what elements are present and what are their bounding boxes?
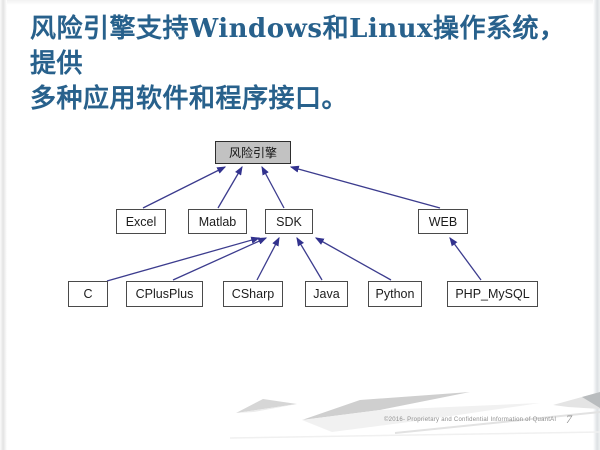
node-csharp: CSharp (223, 281, 283, 307)
edge-sdk-engine (261, 165, 285, 209)
deco-small-chevron-bottom (236, 404, 297, 413)
node-excel: Excel (116, 209, 166, 234)
slide-title: 风险引擎支持Windows和Linux操作系统，提供 多种应用软件和程序接口。 (30, 12, 578, 117)
node-matlab: Matlab (188, 209, 247, 234)
page-number: 7 (566, 412, 572, 426)
slide-title-line1: 风险引擎支持Windows和Linux操作系统，提供 (30, 14, 566, 79)
edge-cplusplus-sdk (172, 237, 268, 281)
node-web-label: WEB (428, 214, 458, 229)
node-cplusplus: CPlusPlus (126, 281, 203, 307)
node-java-label: Java (313, 287, 340, 301)
node-sdk-label: SDK (276, 214, 302, 229)
node-web: WEB (418, 209, 468, 234)
node-risk-engine-label: 风险引擎 (228, 146, 277, 160)
node-python: Python (368, 281, 422, 307)
node-java: Java (305, 281, 348, 307)
slide-top-edge (0, 0, 600, 5)
deco-baseline (229, 431, 600, 439)
node-c: C (68, 281, 108, 307)
edge-web-engine (289, 165, 441, 209)
node-python-label: Python (375, 287, 415, 301)
node-matlab-label: Matlab (198, 214, 237, 229)
edge-csharp-sdk (256, 236, 280, 281)
node-excel-label: Excel (125, 214, 157, 229)
edge-c-sdk (106, 236, 261, 282)
node-risk-engine: 风险引擎 (215, 141, 291, 164)
slide-right-edge (593, 0, 600, 450)
slide-title-line2: 多种应用软件和程序接口。 (30, 84, 349, 114)
edge-python-sdk (314, 237, 392, 281)
node-c-label: C (83, 287, 93, 301)
edge-phpmysql-web (449, 237, 482, 281)
copyright-text: ©2016- Proprietary and Confidential Info… (384, 417, 557, 423)
node-cplusplus-label: CPlusPlus (135, 287, 194, 301)
deco-small-chevron-top (236, 399, 297, 413)
node-php-mysql-label: PHP_MySQL (455, 287, 530, 301)
node-sdk: SDK (265, 209, 313, 234)
node-csharp-label: CSharp (231, 287, 275, 301)
deco-large-chevron-body (302, 392, 470, 420)
node-php-mysql: PHP_MySQL (447, 281, 538, 307)
edge-excel-engine (142, 166, 227, 209)
edge-matlab-engine (217, 165, 243, 209)
slide-left-edge (0, 0, 7, 450)
edge-java-sdk (296, 236, 323, 281)
